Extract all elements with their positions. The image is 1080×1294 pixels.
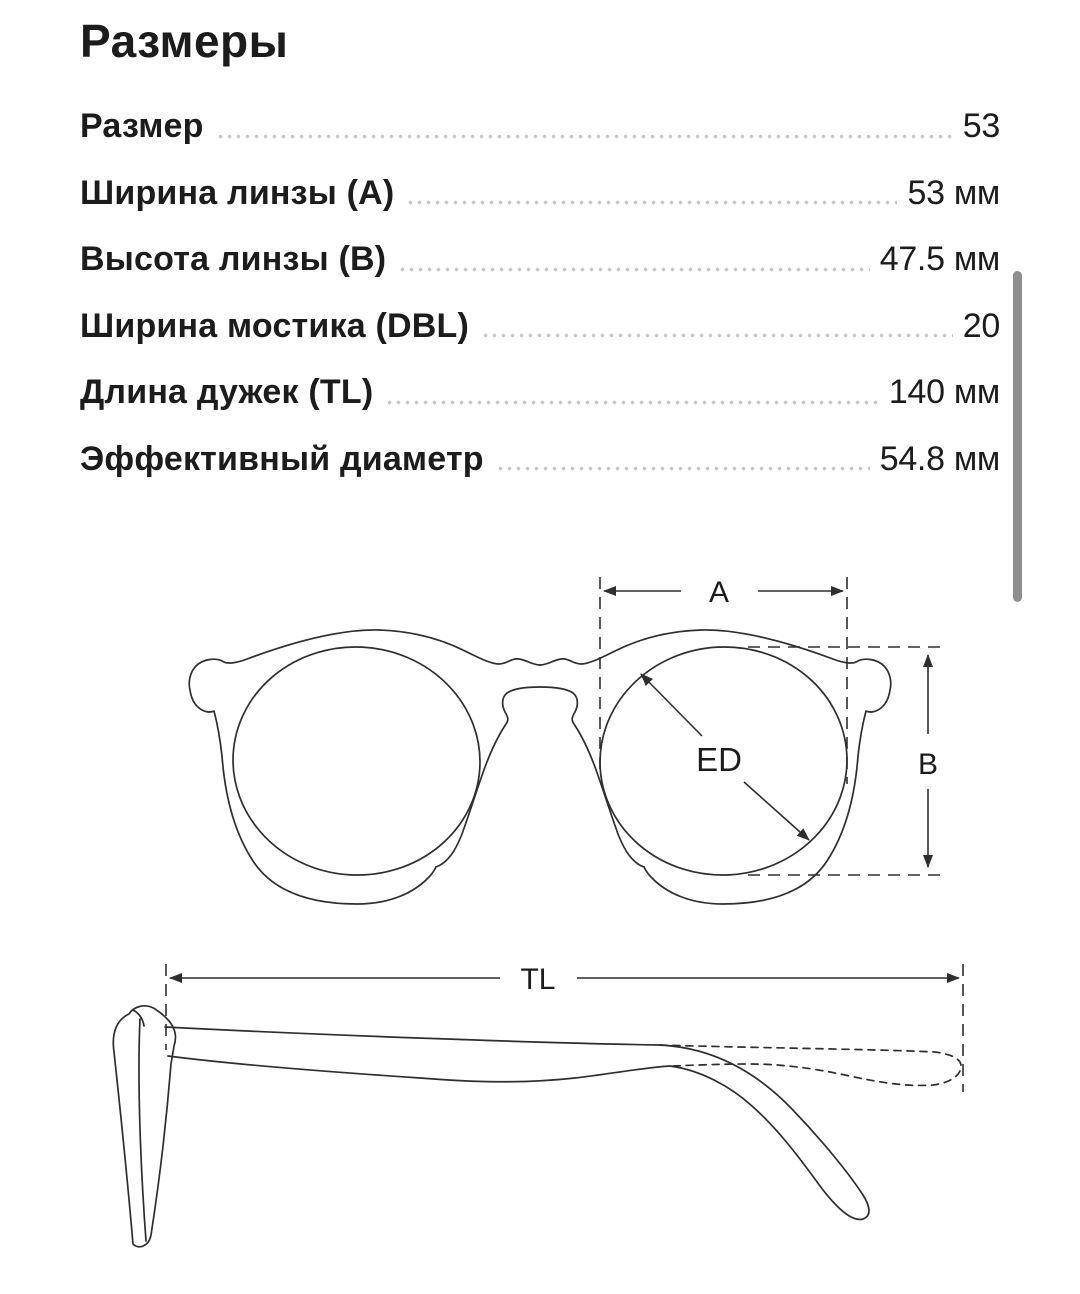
spec-value: 53: [962, 107, 1001, 146]
dotted-leader: [385, 399, 879, 405]
size-spec-list: Размер 53 Ширина линзы (A) 53 мм Высота …: [80, 105, 1000, 480]
spec-label: Размер: [80, 107, 204, 146]
scrollbar-thumb[interactable]: [1013, 271, 1022, 602]
dim-label-a: A: [709, 576, 729, 609]
spec-value: 54.8 мм: [879, 439, 1001, 478]
glasses-dimensions-diagram: A B ED TL: [112, 576, 964, 1248]
spec-row-effective-diameter: Эффективный диаметр 54.8 мм: [80, 438, 1000, 481]
spec-row-lens-height: Высота линзы (B) 47.5 мм: [80, 238, 1000, 281]
spec-label: Длина дужек (TL): [80, 373, 374, 412]
spec-label: Ширина линзы (A): [80, 173, 395, 212]
page-title: Размеры: [80, 15, 289, 67]
dim-label-b: B: [918, 748, 938, 781]
spec-value: 140 мм: [888, 373, 1000, 412]
spec-row-bridge-width: Ширина мостика (DBL) 20: [80, 305, 1000, 348]
spec-label: Ширина мостика (DBL): [80, 306, 470, 345]
spec-row-lens-width: Ширина линзы (A) 53 мм: [80, 172, 1000, 215]
glasses-front-view: [188, 629, 892, 905]
spec-row-temple-length: Длина дужек (TL) 140 мм: [80, 371, 1000, 414]
dimension-ed: ED: [640, 673, 810, 841]
dimension-a: A: [599, 576, 848, 784]
dotted-leader: [215, 133, 953, 139]
dotted-leader: [495, 466, 870, 472]
dotted-leader: [398, 266, 870, 272]
spec-row-size: Размер 53: [80, 105, 1000, 148]
dimension-tl: TL: [165, 963, 964, 1092]
glasses-side-view: [112, 1004, 962, 1248]
spec-label: Эффективный диаметр: [80, 439, 484, 478]
spec-value: 53 мм: [907, 173, 1000, 212]
dotted-leader: [406, 200, 898, 206]
spec-value: 47.5 мм: [879, 240, 1001, 279]
dotted-leader: [481, 333, 953, 339]
spec-label: Высота линзы (B): [80, 240, 387, 279]
dim-label-tl: TL: [520, 963, 555, 996]
spec-value: 20: [962, 306, 1001, 345]
dimension-b: B: [748, 646, 945, 876]
dim-label-ed: ED: [696, 741, 742, 778]
